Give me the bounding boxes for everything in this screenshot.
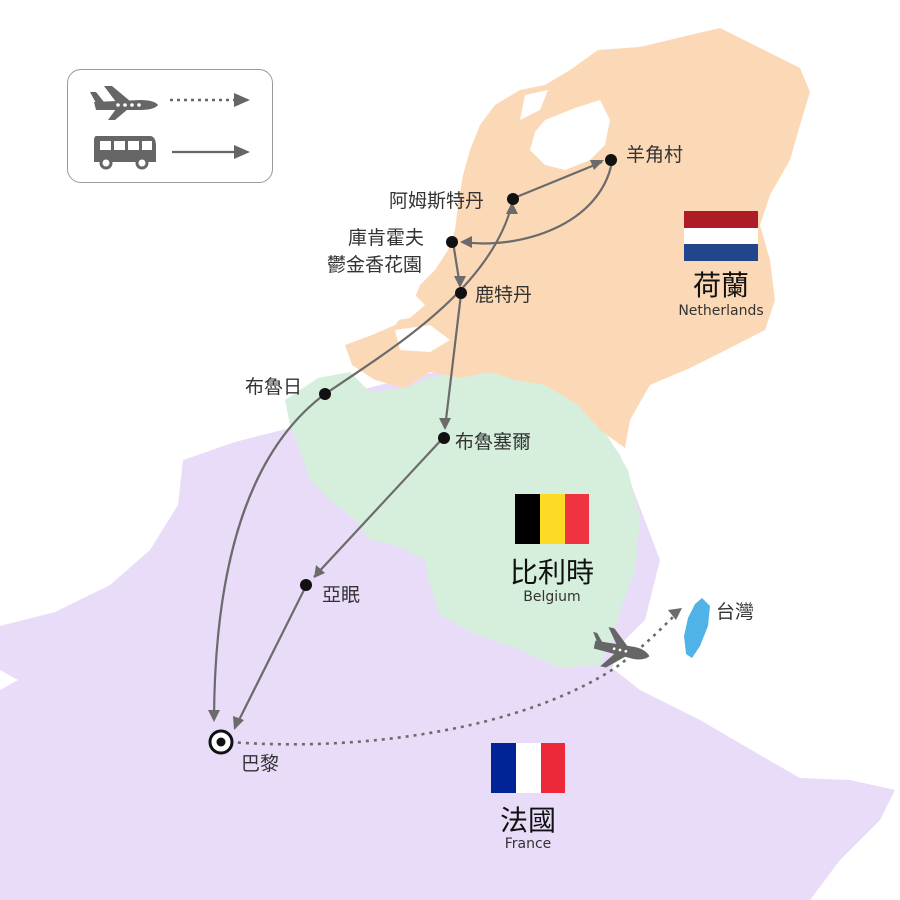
legend: dotted solid xyxy=(67,69,273,183)
arrow-paris-from-bruges xyxy=(208,710,220,722)
flag-netherlands xyxy=(684,211,758,261)
label-amiens: 亞眠 xyxy=(322,584,360,606)
route-zaanse-keukenhof xyxy=(461,161,614,245)
route-amiens-paris xyxy=(234,585,307,729)
arrow-delft xyxy=(454,276,466,288)
legend-row-bus: solid xyxy=(68,130,274,176)
dot-bruges xyxy=(319,388,331,400)
arrow-keukenhof xyxy=(460,236,472,248)
dot-amiens xyxy=(300,579,312,591)
country-label-belgium: 比利時 xyxy=(510,556,594,589)
route-arrowheads xyxy=(208,160,604,730)
region-netherlands xyxy=(345,28,810,448)
arrow-brussels xyxy=(439,418,451,430)
arrow-taiwan xyxy=(668,608,682,620)
arrow-amiens xyxy=(314,565,325,578)
label-zaanse: 羊角村 xyxy=(626,144,683,166)
region-taiwan xyxy=(684,598,710,658)
label-brussels: 布魯塞爾 xyxy=(455,431,531,453)
dot-zaanse xyxy=(605,154,617,166)
arrow-amsterdam xyxy=(506,202,518,214)
dot-keukenhof xyxy=(446,236,458,248)
flag-france xyxy=(491,743,565,793)
city-dots xyxy=(300,154,617,591)
label-amsterdam: 阿姆斯特丹 xyxy=(389,190,484,212)
route-bruges-paris xyxy=(212,393,326,719)
water-coast-strip xyxy=(520,90,548,120)
route-brussels-amiens xyxy=(313,437,444,578)
label-delft: 鹿特丹 xyxy=(475,284,532,306)
legend-solid-arrow xyxy=(172,145,250,159)
route-bruges-amsterdam xyxy=(324,203,514,395)
water-estuary-2 xyxy=(395,325,450,352)
airplane-icon xyxy=(90,86,158,120)
water-ijsselmeer xyxy=(530,100,610,170)
dot-delft xyxy=(455,287,467,299)
water-estuary xyxy=(370,290,425,322)
route-amsterdam-zaanse xyxy=(513,160,603,200)
dot-brussels xyxy=(438,432,450,444)
country-label-belgium-en: Belgium xyxy=(523,589,580,605)
legend-row-flight: dotted xyxy=(68,78,274,124)
label-keukenhof-1: 庫肯霍夫 xyxy=(348,227,424,249)
route-flight-paris-taiwan xyxy=(229,613,677,746)
route-delft-brussels xyxy=(443,293,463,429)
country-label-france: 法國 xyxy=(500,804,556,837)
airplane-icon xyxy=(593,627,650,668)
dot-paris xyxy=(208,729,234,755)
country-label-netherlands: 荷蘭 xyxy=(693,269,749,302)
legend-dotted-arrow xyxy=(170,93,250,107)
label-bruges: 布魯日 xyxy=(245,376,302,398)
label-keukenhof-2: 鬱金香花園 xyxy=(327,254,422,276)
country-label-netherlands-en: Netherlands xyxy=(678,303,763,319)
label-paris: 巴黎 xyxy=(241,753,279,775)
flag-belgium xyxy=(515,494,589,544)
arrow-zaanse xyxy=(590,160,604,170)
region-france xyxy=(0,365,895,900)
bus-icon xyxy=(94,136,156,170)
dot-amsterdam xyxy=(507,193,519,205)
arrow-paris-from-amiens xyxy=(233,716,244,730)
region-belgium xyxy=(285,368,640,668)
country-label-france-en: France xyxy=(505,836,552,852)
label-taiwan: 台灣 xyxy=(716,601,754,623)
